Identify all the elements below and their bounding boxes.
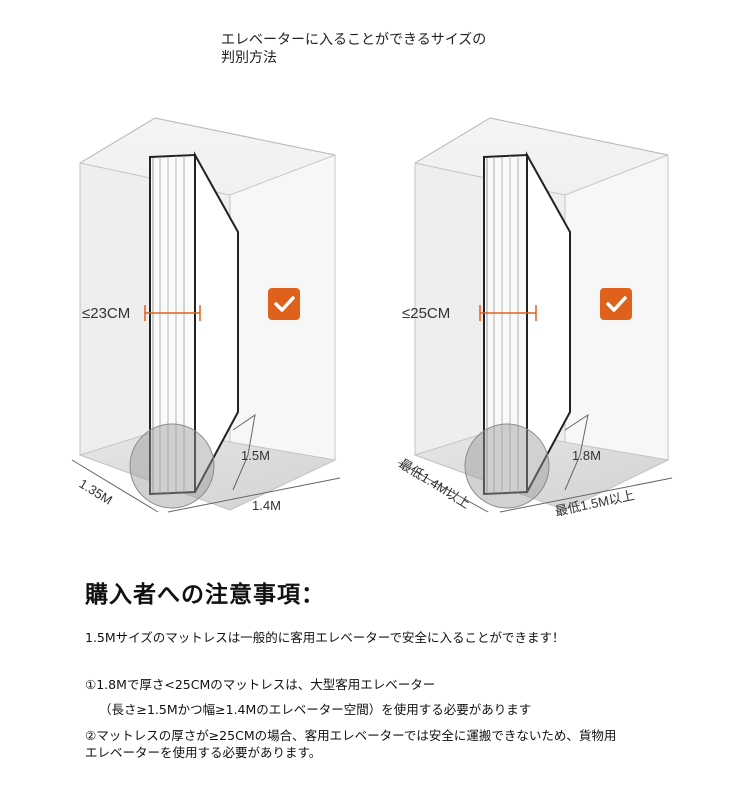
title-line-2: 判別方法 xyxy=(221,50,277,66)
check-icon xyxy=(600,288,632,320)
title-line-1: エレベーターに入ることができるサイズの xyxy=(221,32,487,48)
height-label-right: 1.8M xyxy=(572,448,601,463)
depth-label-left: 1.35M xyxy=(76,476,115,508)
thickness-label-left: ≤23CM xyxy=(82,305,130,322)
thickness-label-right: ≤25CM xyxy=(402,305,450,322)
notes-item-2: ②マットレスの厚さが≥25CMの場合、客用エレベーターでは安全に運搬できないため… xyxy=(85,727,616,761)
check-icon xyxy=(268,288,300,320)
width-label-left: 1.4M xyxy=(252,498,281,513)
mattress-left xyxy=(129,151,239,509)
elevator-size-diagram: ≤23CM 1.5M 1.4M 1.35M ≤25CM 1.8M 最低 xyxy=(71,117,673,519)
thickness-marker-right xyxy=(479,305,537,321)
notes-item-1-detail: （長さ≥1.5Mかつ幅≥1.4Mのエレベーター空間）を使用する必要があります xyxy=(99,702,532,717)
notes-item-2-line-1: ②マットレスの厚さが≥25CMの場合、客用エレベーターでは安全に運搬できないため… xyxy=(85,728,617,743)
notes-item-2-line-2: エレベーターを使用する必要があります。 xyxy=(85,745,322,760)
notes-intro: 1.5Mサイズのマットレスは一般的に客用エレベーターで安全に入ることができます！ xyxy=(85,630,565,645)
page-title: エレベーターに入ることができるサイズの 判別方法 xyxy=(221,31,541,67)
mattress-right xyxy=(464,151,571,509)
thickness-marker-left xyxy=(144,305,201,321)
height-label-left: 1.5M xyxy=(241,448,270,463)
notes-item-1: ①1.8Mで厚さ<25CMのマットレスは、大型客用エレベーター xyxy=(85,677,436,692)
notes-heading: 購入者への注意事項： xyxy=(85,582,325,608)
